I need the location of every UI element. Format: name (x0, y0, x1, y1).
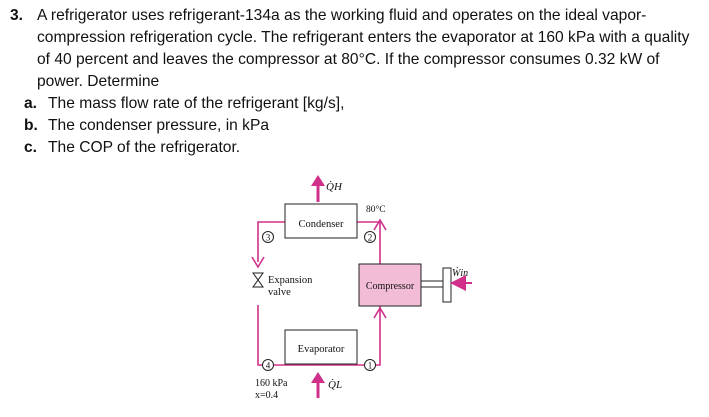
part-c: c. The COP of the refrigerator. (24, 137, 240, 159)
problem-statement: A refrigerator uses refrigerant-134a as … (37, 7, 690, 90)
heat-in-arrowhead (311, 372, 325, 383)
part-a-text: The mass flow rate of the refrigerant [k… (48, 95, 345, 112)
part-b-text: The condenser pressure, in kPa (48, 117, 270, 134)
state-4-label: 4 (266, 361, 271, 371)
compressor-label: Compressor (366, 281, 415, 292)
condenser-label: Condenser (299, 219, 344, 230)
pipe-top (257, 221, 381, 272)
temperature-label: 80°C (366, 204, 386, 215)
compressor-shaft (421, 267, 452, 303)
expansion-valve-icon (252, 272, 264, 288)
flow-arrow-top (373, 218, 387, 231)
part-c-text: The COP of the refrigerator. (48, 139, 241, 156)
expansion-label-1: Expansion (268, 275, 313, 286)
work-label: Ẇin (452, 267, 468, 279)
heat-out-label: Q̇H (326, 181, 343, 193)
problem-number: 3. (10, 7, 24, 24)
compressor-box (358, 263, 422, 307)
state-3-label: 3 (266, 233, 271, 243)
evaporator-label: Evaporator (298, 344, 345, 355)
state-3-marker: 3 (262, 231, 274, 243)
state-2-label: 2 (368, 233, 373, 243)
quality-label: x=0.4 (255, 390, 278, 401)
cycle-piping (257, 221, 381, 366)
pipe-left (257, 305, 360, 366)
heat-in-label: Q̇L (328, 379, 342, 391)
heat-out-arrowhead (311, 175, 325, 186)
flow-arrow-right (373, 306, 387, 319)
part-c-label: c. (24, 139, 38, 156)
state-2-marker: 2 (364, 231, 376, 243)
part-b-label: b. (24, 117, 38, 134)
pressure-label: 160 kPa (255, 378, 288, 389)
state-1-label: 1 (368, 361, 373, 371)
part-b: b. The condenser pressure, in kPa (24, 115, 269, 137)
pipe-right-lower (360, 302, 381, 366)
part-a: a. The mass flow rate of the refrigerant … (24, 93, 344, 115)
state-4-marker: 4 (262, 359, 274, 371)
flow-arrow-left (251, 256, 265, 269)
part-a-label: a. (24, 95, 38, 112)
state-1-marker: 1 (364, 359, 376, 371)
condenser-box (284, 203, 358, 239)
expansion-label-2: valve (268, 287, 291, 298)
evaporator-box (284, 329, 358, 365)
